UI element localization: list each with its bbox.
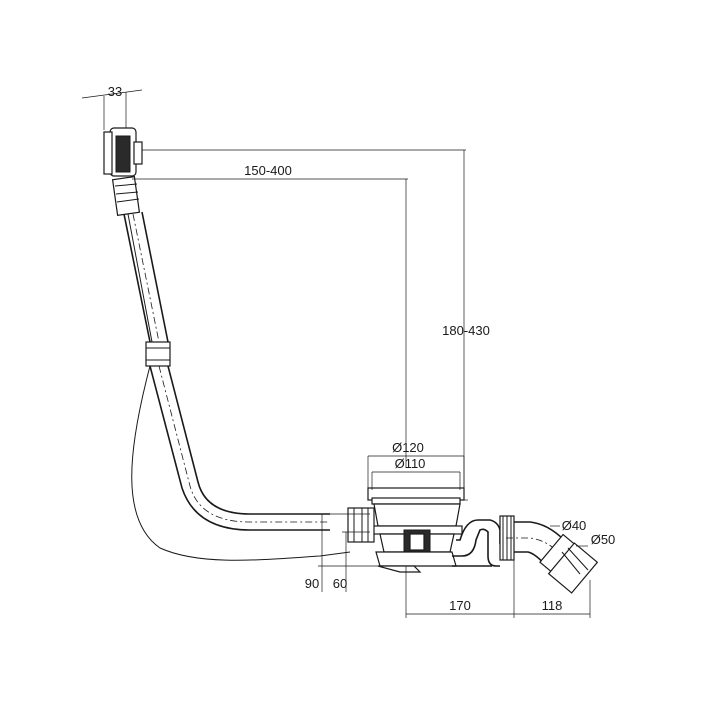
dim-dia-120-label: Ø120 [392, 440, 424, 455]
dim-150-400-label: 150-400 [244, 163, 292, 178]
outlet-elbow [506, 521, 599, 594]
dim-33: 33 [81, 84, 143, 130]
dim-60-label: 60 [333, 576, 347, 591]
bowden-cable [127, 213, 351, 561]
overflow-head [103, 127, 143, 177]
dim-180-430: 180-430 [142, 149, 490, 501]
trap [452, 519, 501, 567]
dim-diameters: Ø120 Ø110 [367, 440, 465, 490]
dim-170-label: 170 [449, 598, 471, 613]
tee-connector [347, 507, 375, 543]
drain-body [367, 487, 465, 573]
dim-dia-50-label: Ø50 [591, 532, 616, 547]
overflow-hose [123, 211, 330, 531]
dim-heights: 90 60 [305, 513, 380, 592]
dim-150-400: 150-400 [132, 163, 408, 468]
dim-outlet-diameters: Ø40 Ø50 [550, 518, 615, 547]
overflow-connector [111, 175, 141, 217]
dim-180-430-label: 180-430 [442, 323, 490, 338]
dim-bottom: 170 118 [405, 560, 591, 618]
dim-90-label: 90 [305, 576, 319, 591]
dim-33-label: 33 [108, 84, 122, 99]
dim-dia-110-label: Ø110 [395, 456, 426, 471]
dim-118-label: 118 [542, 598, 563, 613]
dim-dia-40-label: Ø40 [562, 518, 587, 533]
